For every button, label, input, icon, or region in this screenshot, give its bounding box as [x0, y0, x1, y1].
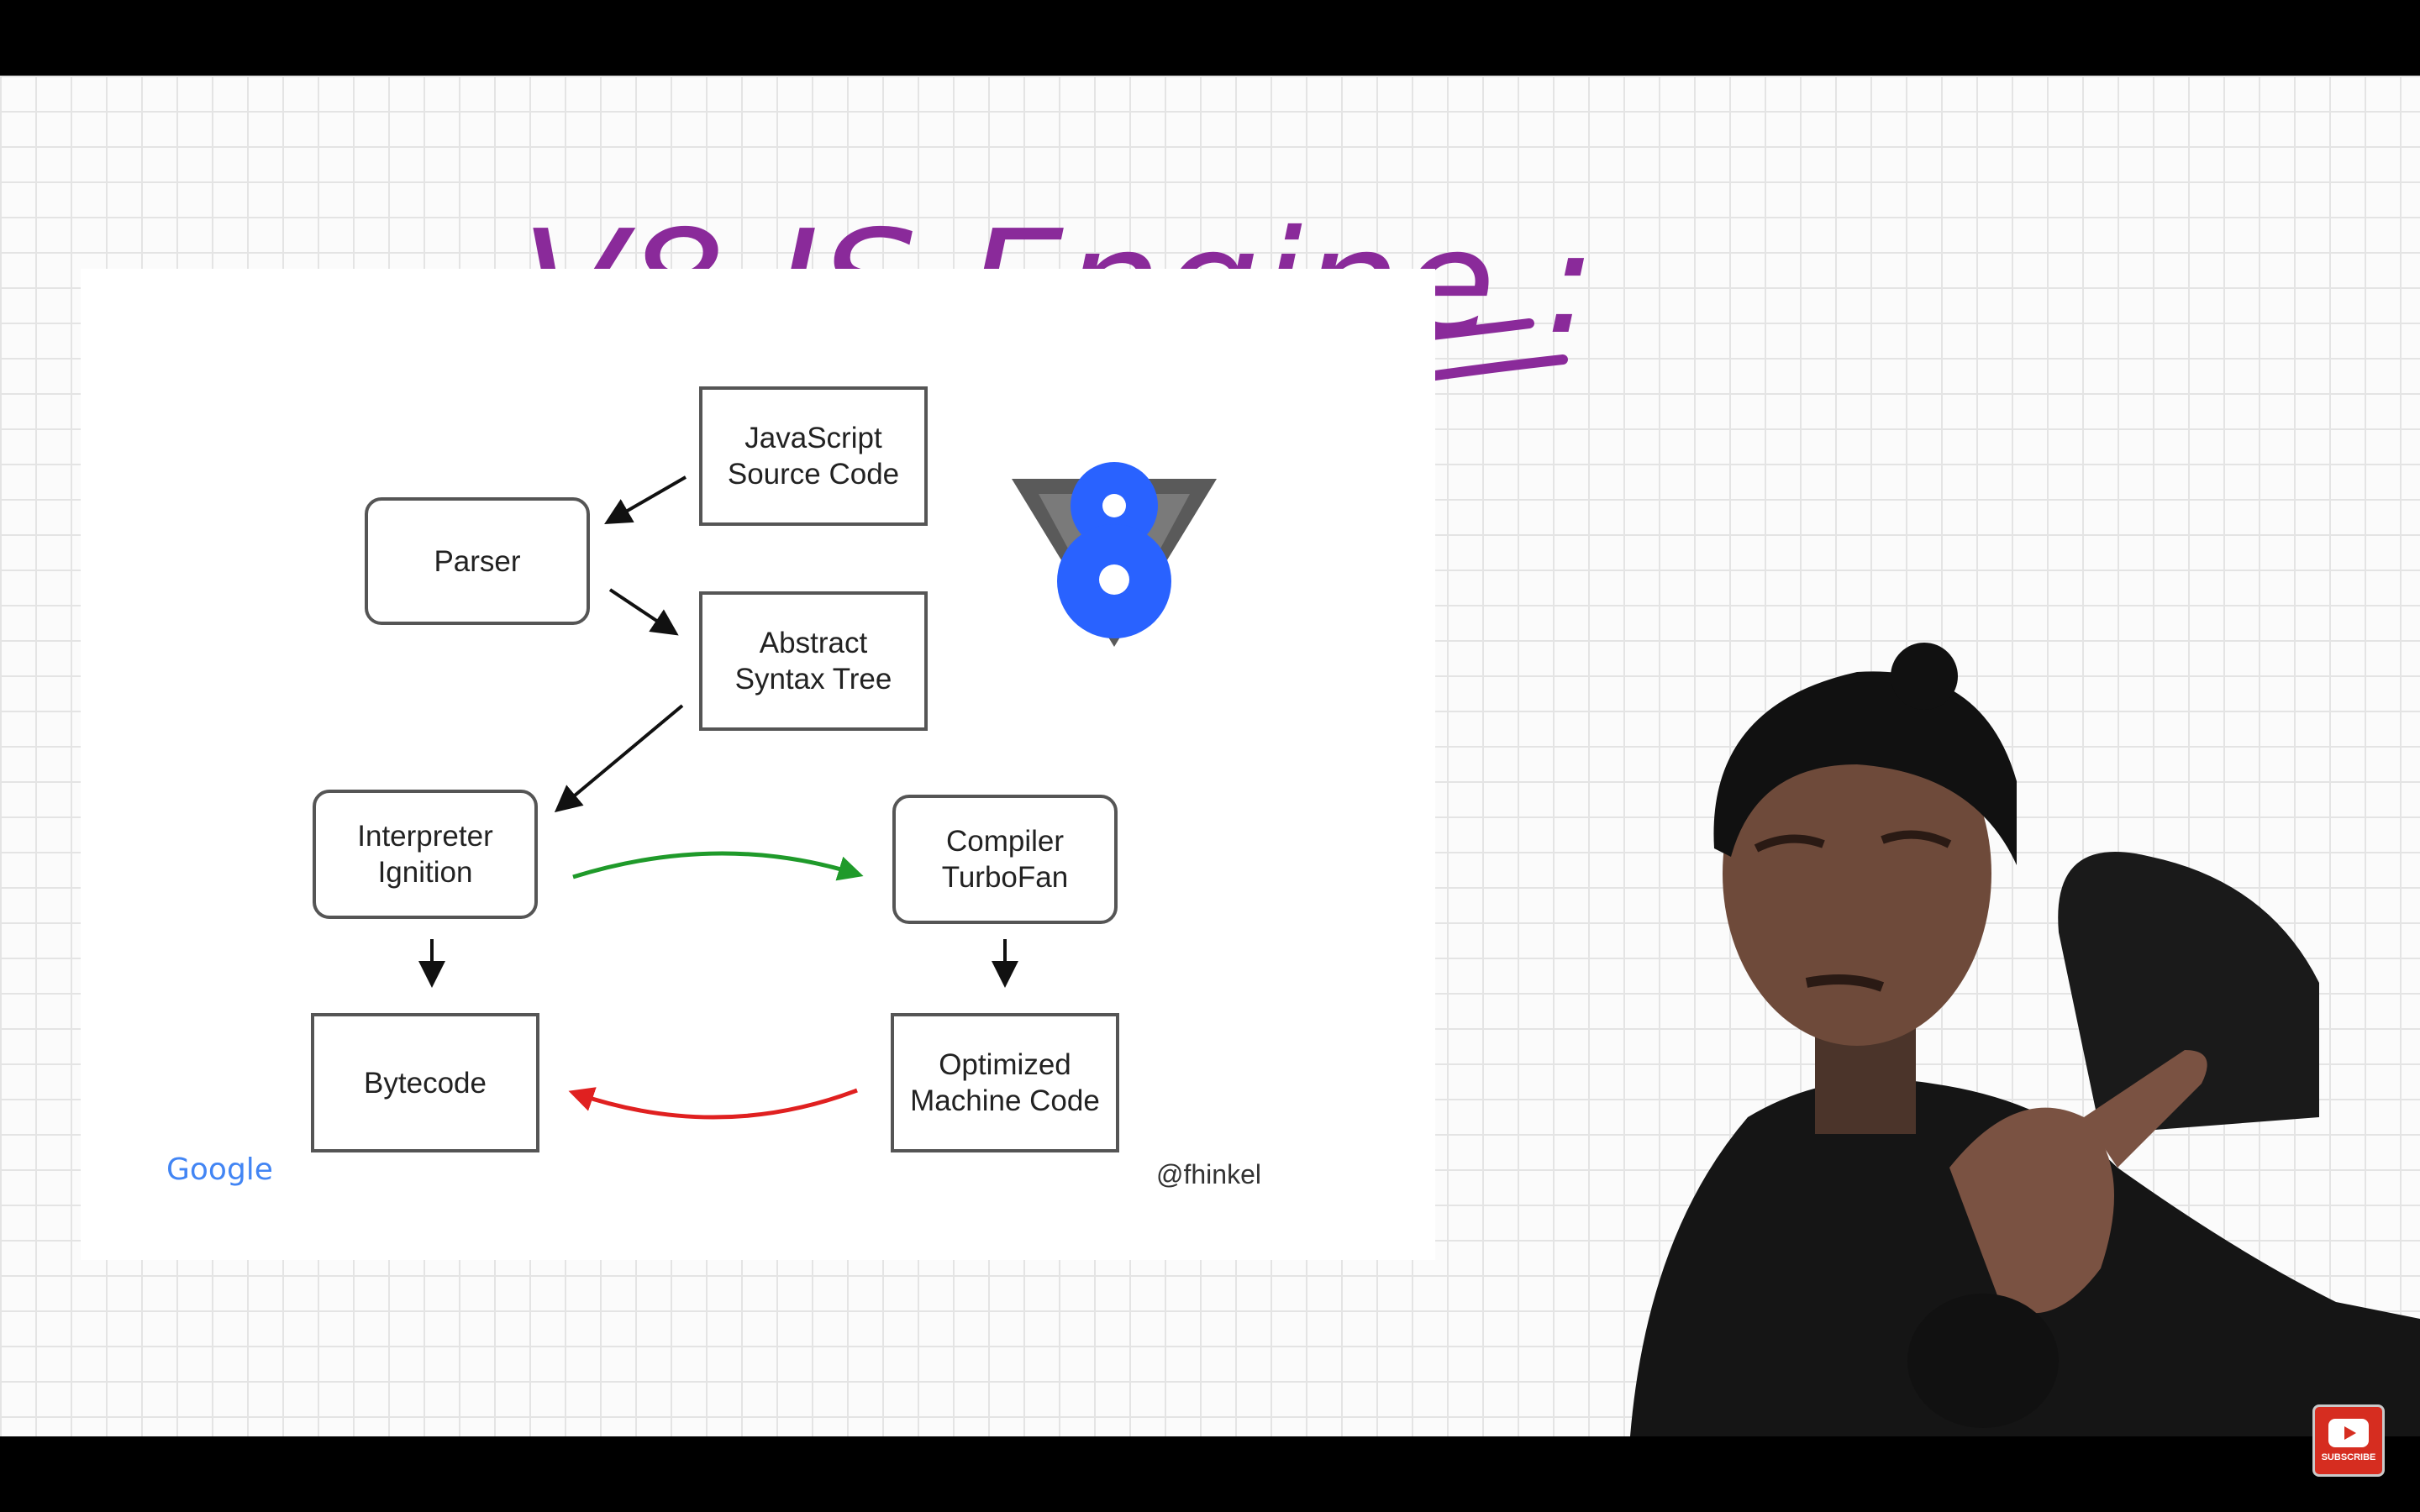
node-compiler-label: Compiler TurboFan	[941, 825, 1069, 894]
arrow-deoptimize	[568, 1087, 858, 1120]
arrow-parser-to-ast	[608, 588, 679, 636]
arrow-optimize	[572, 851, 864, 881]
node-bytecode-label: Bytecode	[364, 1066, 487, 1100]
presenter-image	[1630, 643, 2420, 1436]
node-optimized-machine-code: Optimized Machine Code	[891, 1013, 1119, 1152]
arrow-ast-to-interpreter	[554, 704, 684, 813]
diagram-arrows	[418, 475, 1018, 1120]
v8-logo-icon	[1012, 462, 1217, 647]
node-source-label: JavaScript Source Code	[727, 422, 900, 491]
youtube-play-icon	[2328, 1419, 2369, 1447]
node-parser: Parser	[365, 497, 590, 625]
node-parser-label: Parser	[434, 544, 521, 578]
google-logo-text: Google	[166, 1152, 273, 1187]
node-interpreter-ignition: Interpreter Ignition	[313, 790, 538, 919]
arrow-source-to-parser	[604, 475, 687, 525]
slide-credit: @fhinkel	[1156, 1159, 1261, 1189]
node-optimized-label: Optimized Machine Code	[910, 1048, 1100, 1117]
v8-pipeline-slide: JavaScript Source Code Parser Abstract S…	[81, 269, 1435, 1260]
node-ast-label: Abstract Syntax Tree	[734, 627, 892, 696]
whiteboard-frame: V8 JS Engine :	[0, 76, 2420, 1436]
subscribe-button[interactable]: SUBSCRIBE	[2312, 1404, 2385, 1477]
google-logo: Google	[166, 1152, 273, 1187]
node-interpreter-label: Interpreter Ignition	[357, 820, 493, 889]
node-javascript-source-code: JavaScript Source Code	[699, 386, 928, 526]
node-abstract-syntax-tree: Abstract Syntax Tree	[699, 591, 928, 731]
node-compiler-turbofan: Compiler TurboFan	[892, 795, 1118, 924]
subscribe-label: SUBSCRIBE	[2321, 1452, 2376, 1462]
node-bytecode: Bytecode	[311, 1013, 539, 1152]
